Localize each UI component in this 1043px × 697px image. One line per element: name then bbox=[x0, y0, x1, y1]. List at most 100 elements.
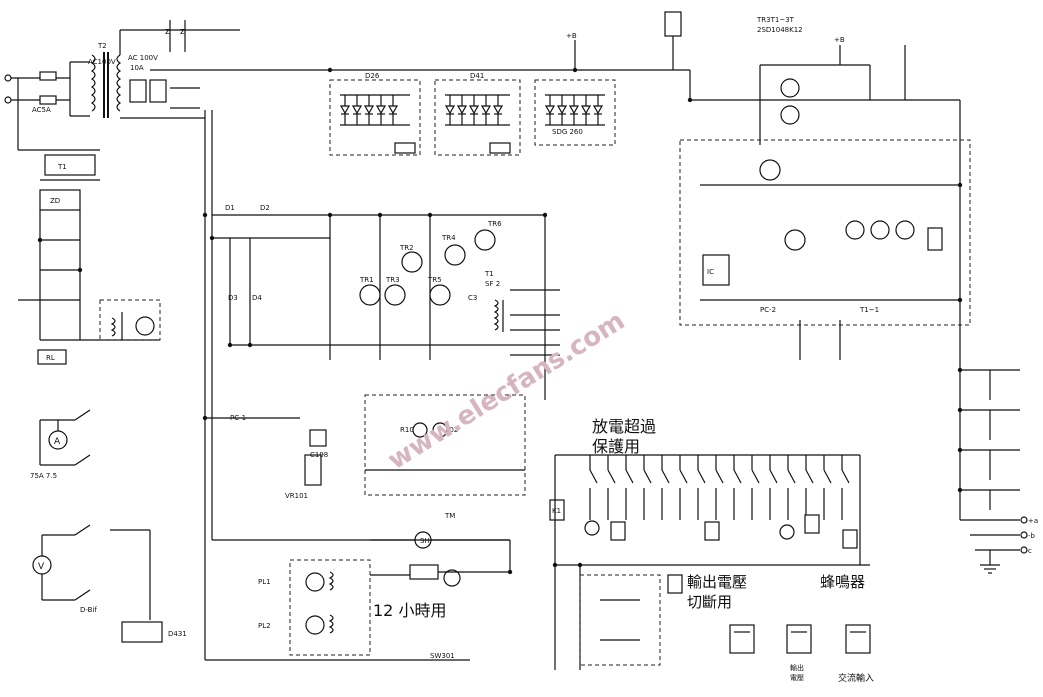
main-transformer-t2: T2 AC100V AC 100V 10A bbox=[88, 42, 158, 118]
junction-dot bbox=[957, 487, 963, 493]
diode-icon bbox=[339, 105, 351, 115]
pc1-label: PC-1 bbox=[230, 414, 246, 422]
diode-icon bbox=[363, 105, 375, 115]
diode-bank-3-label: SDG 260 bbox=[552, 128, 583, 136]
socket-row bbox=[729, 624, 871, 654]
junction-dot bbox=[542, 212, 548, 218]
ammeter-label: A bbox=[54, 437, 61, 447]
out-b-label: -b bbox=[1028, 532, 1036, 540]
aux-transformer-t1: T1 ZD RL bbox=[18, 154, 161, 365]
contact-blade bbox=[661, 469, 670, 484]
junction-dot bbox=[377, 212, 383, 218]
d1-label: D1 bbox=[225, 204, 235, 212]
junction-dot bbox=[77, 267, 83, 273]
diode-icon bbox=[492, 105, 504, 115]
contact-blade bbox=[733, 469, 742, 484]
sw-bottom-label: SW301 bbox=[430, 652, 455, 660]
diode-bank-1: D26 bbox=[329, 72, 421, 156]
amplifier-section: D1 D2 D3 D4 TR1 TR2 TR3 TR4 TR5 TR6 T1 S… bbox=[212, 204, 560, 400]
ammeter-section: A 75A 7.5 bbox=[30, 409, 91, 480]
diode-icon bbox=[568, 105, 580, 115]
junction-dot bbox=[957, 447, 963, 453]
junction-dot bbox=[572, 67, 578, 73]
pc2-label: PC-2 bbox=[760, 306, 776, 314]
relay-coil bbox=[610, 521, 626, 541]
ac100v-label: AC100V bbox=[88, 58, 116, 66]
transistor-top-label: TR3T1~3T bbox=[756, 16, 795, 24]
junction-dot bbox=[552, 562, 558, 568]
diode-icon bbox=[444, 105, 456, 115]
diode-icon bbox=[387, 105, 399, 115]
timer-label: TM bbox=[444, 512, 455, 520]
t1-amp-label: T1 bbox=[484, 270, 494, 278]
lamp-icon bbox=[779, 524, 795, 540]
diode-bank-1-label: D26 bbox=[365, 72, 380, 80]
diode-icon bbox=[592, 105, 604, 115]
contact-blade bbox=[625, 469, 634, 484]
d3-label: D3 bbox=[228, 294, 238, 302]
diode-icon bbox=[468, 105, 480, 115]
junction-dot bbox=[957, 367, 963, 373]
r104-label: R104 bbox=[400, 426, 419, 434]
c198-label: C198 bbox=[310, 451, 328, 459]
output-voltage-line1: 輸出 bbox=[790, 663, 804, 672]
contact-blade bbox=[805, 469, 814, 484]
vout-label: +B bbox=[834, 36, 845, 44]
contact-blade bbox=[751, 469, 760, 484]
pl2-label: PL2 bbox=[258, 622, 271, 630]
protection-relay-row bbox=[554, 454, 870, 670]
junction-dot bbox=[37, 237, 43, 243]
k1-label: K1 bbox=[552, 507, 561, 515]
junction-dots bbox=[37, 67, 963, 575]
junction-dot bbox=[247, 342, 253, 348]
ammeter-range-label: 75A 7.5 bbox=[30, 472, 57, 480]
timer-section: PL1 PL2 SH K1 TM SW301 bbox=[258, 499, 565, 660]
annotations: 放電超過 保護用 輸出電壓 切斷用 蜂鳴器 12 小時用 輸出 電壓 交流輸入 bbox=[373, 417, 874, 684]
svg-text:z: z bbox=[165, 27, 170, 37]
junction-dot bbox=[327, 212, 333, 218]
coil-meter-icon bbox=[584, 520, 600, 536]
junction-dot bbox=[202, 212, 208, 218]
svg-text:z: z bbox=[180, 27, 185, 37]
buzzer-label: 蜂鳴器 bbox=[820, 573, 865, 591]
diode-bank-2: D41 bbox=[434, 72, 521, 156]
diode-icon bbox=[351, 105, 363, 115]
junction-dot bbox=[327, 67, 333, 73]
junction-dot bbox=[427, 212, 433, 218]
diode-bank-3: SDG 260 bbox=[534, 79, 616, 146]
voltmeter-range-label: D-Bif bbox=[80, 606, 97, 614]
junction-dot bbox=[957, 182, 963, 188]
tr5-label: TR5 bbox=[427, 276, 442, 284]
left-vertical-bus: PC-1 bbox=[204, 110, 510, 661]
r102-label: R102 bbox=[440, 426, 458, 434]
junction-dot bbox=[209, 235, 215, 241]
junction-dot bbox=[577, 562, 583, 568]
ac-input-label: 交流輸入 bbox=[838, 672, 874, 684]
adjust-section: VR101 C198 R102 R104 bbox=[285, 394, 526, 500]
control-board-pc2: IC PC-2 T1~1 bbox=[679, 139, 971, 360]
overdischarge-line1: 放電超過 bbox=[592, 417, 656, 436]
contact-blade bbox=[643, 469, 652, 484]
pl1-label: PL1 bbox=[258, 578, 271, 586]
t1-label: T1 bbox=[57, 163, 67, 171]
overdischarge-line2: 保護用 bbox=[592, 437, 640, 456]
contact-blade bbox=[823, 469, 832, 484]
relay-row-glyphs bbox=[584, 455, 858, 549]
top-right-regulator: TR3T1~3T 2SD1048K12 +B bbox=[664, 11, 906, 145]
junction-dot bbox=[687, 97, 693, 103]
contact-blade bbox=[715, 469, 724, 484]
tr1-label: TR1 bbox=[359, 276, 374, 284]
tr3-label: TR3 bbox=[385, 276, 400, 284]
diode-icon bbox=[556, 105, 568, 115]
transistor-top2-label: 2SD1048K12 bbox=[757, 26, 803, 34]
relay-coil bbox=[704, 521, 720, 541]
ac10a-label: 10A bbox=[130, 64, 144, 72]
contact-blade bbox=[679, 469, 688, 484]
contact-blade bbox=[841, 469, 850, 484]
sf2-label: SF 2 bbox=[485, 280, 500, 288]
junction-dot bbox=[507, 569, 513, 575]
rl-label: RL bbox=[46, 354, 55, 362]
out-a-label: +a bbox=[1028, 517, 1038, 525]
t2-label: T2 bbox=[97, 42, 107, 50]
